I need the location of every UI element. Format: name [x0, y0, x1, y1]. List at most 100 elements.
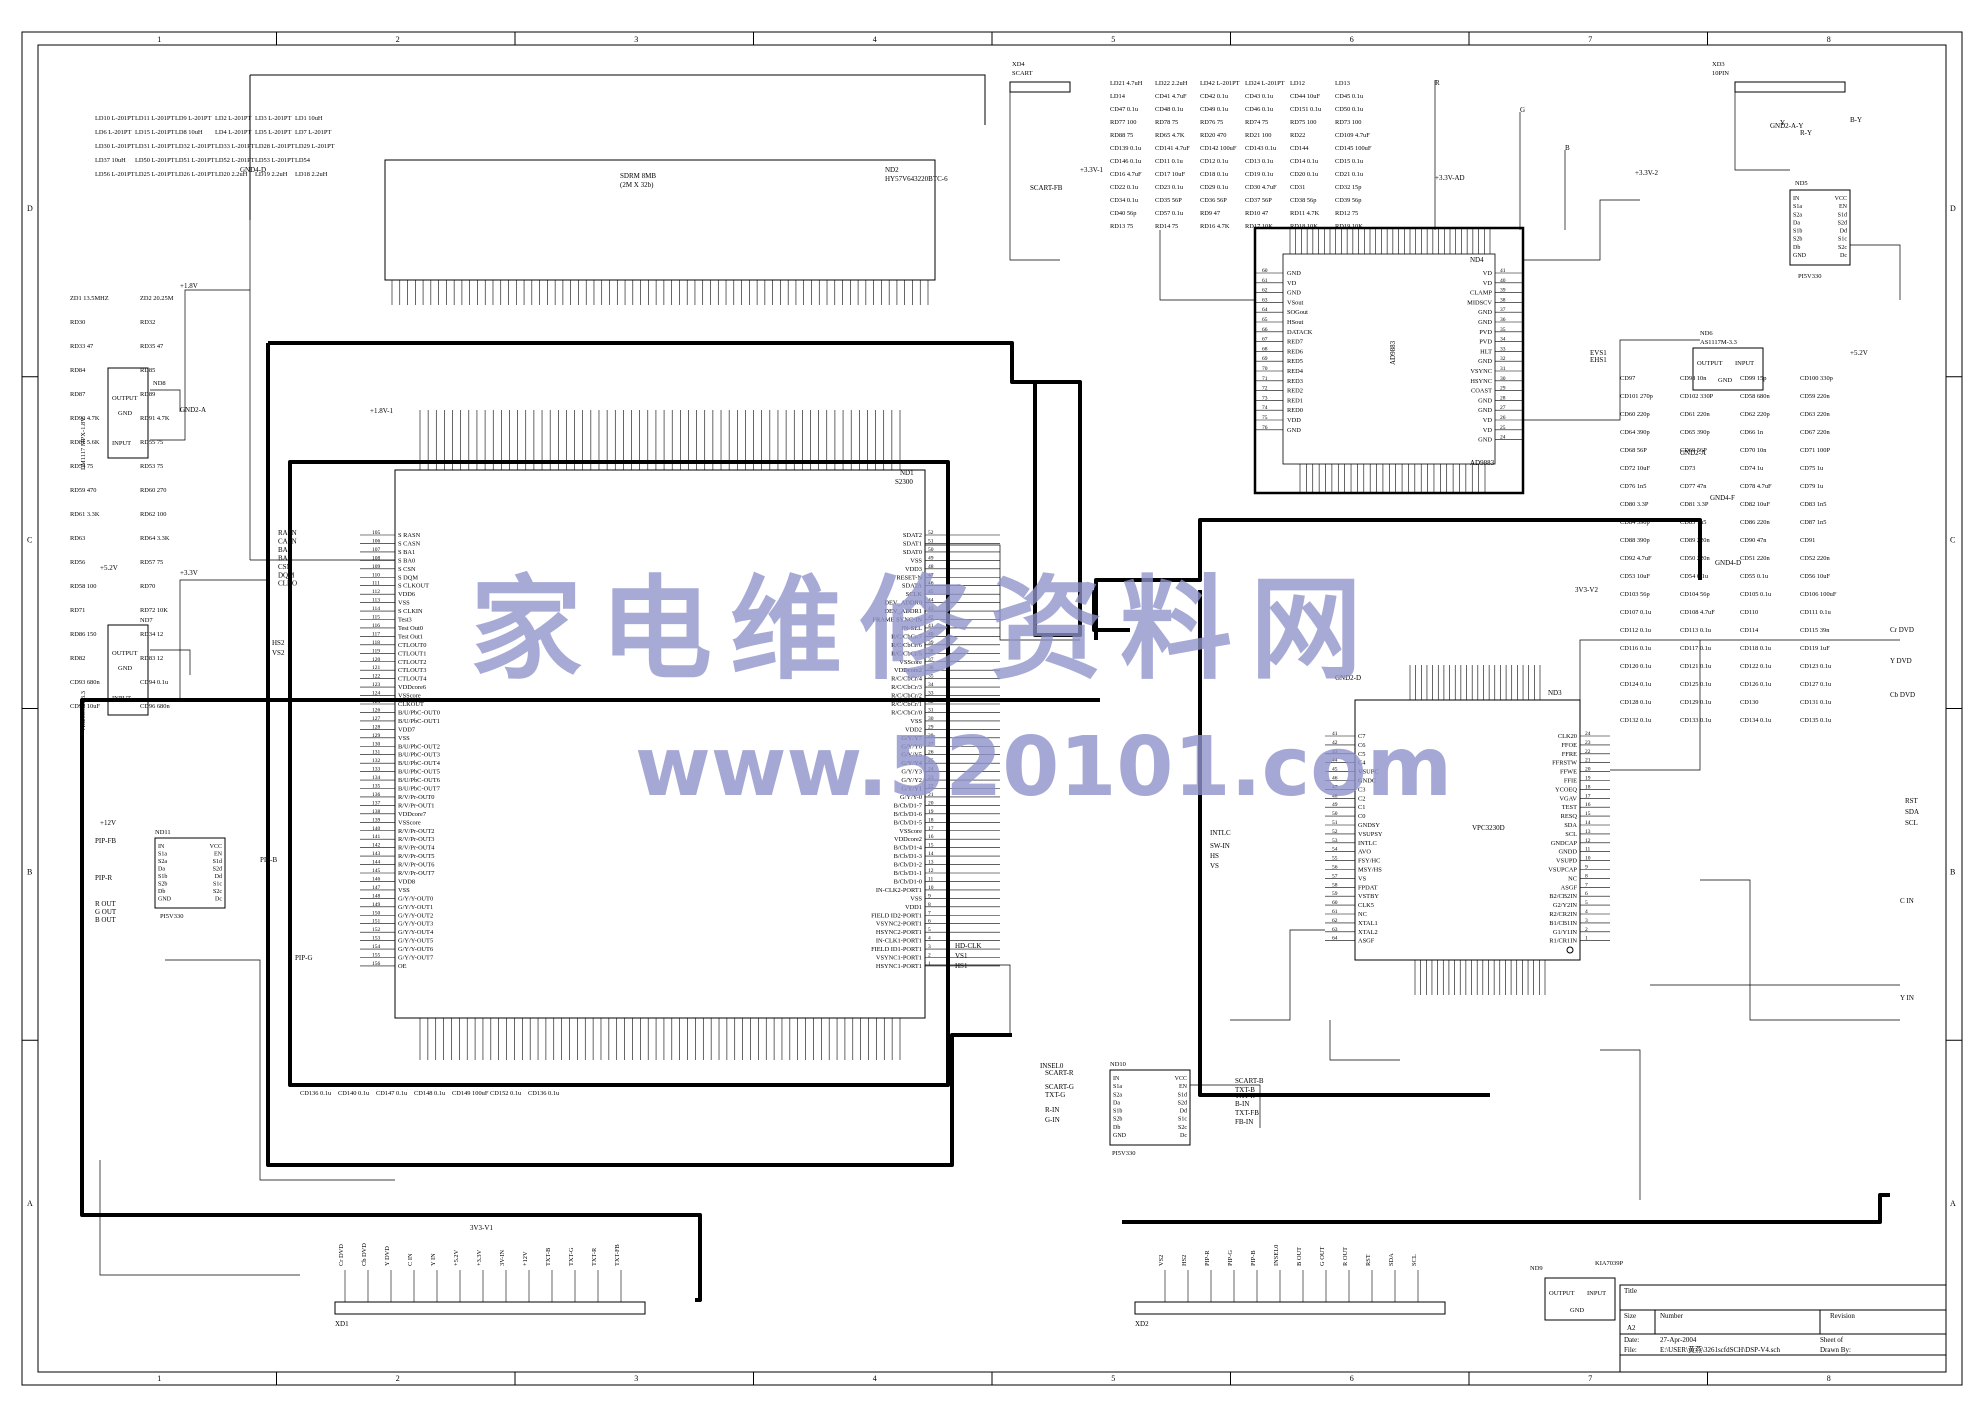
pin-label: S CLKOUT — [398, 583, 429, 590]
net-label: SCART-FB — [1030, 184, 1063, 192]
component-label: CD143 0.1u — [1245, 145, 1277, 152]
pin-label: Dc — [1840, 253, 1847, 259]
component-label: RD77 100 — [1110, 119, 1136, 126]
pin-number: 119 — [372, 648, 380, 654]
pin-label: G/Y/Y6 — [901, 743, 922, 750]
component-label: LD24 L-201PT — [1245, 80, 1285, 87]
sheet-label: Sheet of — [1820, 1336, 1844, 1344]
pin-number: 140 — [372, 826, 381, 832]
pin-number: 53 — [1332, 838, 1338, 844]
border-col-label: 6 — [1350, 1374, 1354, 1383]
chip-ref: ND1 — [900, 469, 914, 477]
pin-number: 49 — [1332, 802, 1338, 808]
pin-label: C0 — [1358, 813, 1365, 820]
reg-pin: OUTPUT — [1549, 1290, 1575, 1297]
pin-number: 4 — [928, 936, 931, 942]
pin-label: Da — [1793, 220, 1800, 226]
date-value: 27-Apr-2004 — [1660, 1336, 1697, 1344]
connector-ref: XD4 — [1012, 61, 1025, 68]
pin-number: 15 — [1585, 811, 1591, 817]
net-label: R-IN — [1045, 1106, 1059, 1114]
connector-pin-label: Cr DVD — [338, 1244, 345, 1266]
border-col-label: 3 — [634, 35, 638, 44]
chip-part: AD9883 — [1470, 459, 1495, 467]
wire-trace — [1523, 199, 1640, 261]
component-label: CD95 10uF — [70, 703, 100, 710]
pin-label: RESET-N — [896, 574, 922, 581]
connector-pin-label: 3V-IN — [499, 1250, 506, 1266]
pin-label: S1d — [1838, 212, 1847, 218]
pin-number: 134 — [372, 775, 381, 781]
pin-label: GND — [1287, 270, 1301, 277]
pin-label: FRAME SYNC-IN — [872, 617, 922, 624]
component-label: RD12 75 — [1335, 210, 1358, 217]
pin-number: 43 — [928, 606, 934, 612]
pin-label: G/Y/Y4 — [901, 760, 922, 767]
pin-number: 41 — [928, 623, 934, 629]
pin-number: 68 — [1262, 346, 1268, 352]
component-label: RD11 4.7K — [1290, 210, 1320, 217]
pin-label: S1d — [213, 859, 222, 865]
pin-label: B/U/PbC-OUT7 — [398, 786, 441, 793]
pin-number: 31 — [1500, 366, 1506, 372]
component-label: CD48 0.1u — [1155, 106, 1184, 113]
component-label: CD55 0.1u — [1740, 573, 1769, 580]
chip-nd2 — [384, 159, 936, 281]
chip-ref: ND3 — [1548, 689, 1562, 697]
pin-label: DEV_ADDR1 — [884, 608, 922, 615]
net-label: INTLC — [1210, 829, 1231, 837]
pin-label: VSScore — [899, 828, 922, 835]
component-label: LD37 10uH — [95, 157, 126, 164]
pin-number: 20 — [928, 800, 934, 806]
pin-label: C4 — [1358, 760, 1366, 767]
pin-number: 51 — [1332, 820, 1338, 826]
component-label: RD10 47 — [1245, 210, 1269, 217]
component-label: CD144 — [1290, 145, 1309, 152]
pin-number: 56 — [1332, 865, 1338, 871]
connector-pin-label: R OUT — [1342, 1247, 1349, 1266]
pin-number: 16 — [1585, 802, 1591, 808]
component-label: RD22 — [1290, 132, 1305, 139]
wire-trace — [1434, 80, 1566, 230]
component-label: CD120 0.1u — [1620, 663, 1652, 670]
component-label: CD139 0.1u — [1110, 145, 1142, 152]
pin-label: B/U/PbC-OUT4 — [398, 760, 441, 767]
component-label: CD53 10uF — [1620, 573, 1650, 580]
pin-label: R/V/Pr-OUT4 — [398, 845, 435, 852]
net-label: +1.8V-1 — [370, 407, 393, 415]
connector-pin-label: Cb DVD — [361, 1243, 368, 1266]
component-label: RD85 — [140, 367, 155, 374]
pin-label: R/C/CbCr/3 — [891, 684, 922, 691]
border-row-label: D — [27, 204, 33, 213]
net-label: +3.3V — [180, 569, 198, 577]
component-label: CD135 0.1u — [1800, 717, 1832, 724]
net-label: DQM — [278, 571, 295, 579]
pin-label: VDD6 — [398, 591, 415, 598]
component-label: RD78 75 — [1155, 119, 1178, 126]
pin-number: 38 — [1500, 297, 1506, 303]
pin-number: 156 — [372, 961, 381, 967]
pin-number: 124 — [372, 691, 381, 697]
pin-label: Dc — [1180, 1133, 1187, 1139]
pin-number: 39 — [1500, 288, 1506, 294]
component-label: CD84 390p — [1620, 519, 1650, 526]
component-label: RD17 10K — [1245, 223, 1273, 230]
component-label: CD136 0.1u — [300, 1090, 332, 1097]
border-col-label: 6 — [1350, 35, 1354, 44]
wire-trace — [925, 544, 1080, 641]
pin-label: R/C/CbCr/7 — [891, 633, 923, 640]
pin-label: G/Y/Y2 — [901, 777, 922, 784]
connector-pin-label: +12V — [522, 1251, 529, 1266]
chip-org: (2M X 32b) — [620, 181, 654, 189]
connector-ref: XD3 — [1712, 61, 1725, 68]
chip-ref: ND7 — [140, 617, 153, 624]
component-label: RD35 47 — [140, 343, 164, 350]
pin-number: 20 — [1585, 767, 1591, 773]
pin-number: 33 — [1500, 346, 1506, 352]
pin-label: G1/Y1IN — [1553, 929, 1578, 936]
pin-label: S1b — [1793, 229, 1802, 235]
component-label: RD89 — [140, 391, 155, 398]
pin-label: RED1 — [1287, 397, 1303, 404]
component-label: LD9 L-201PT — [175, 115, 211, 122]
